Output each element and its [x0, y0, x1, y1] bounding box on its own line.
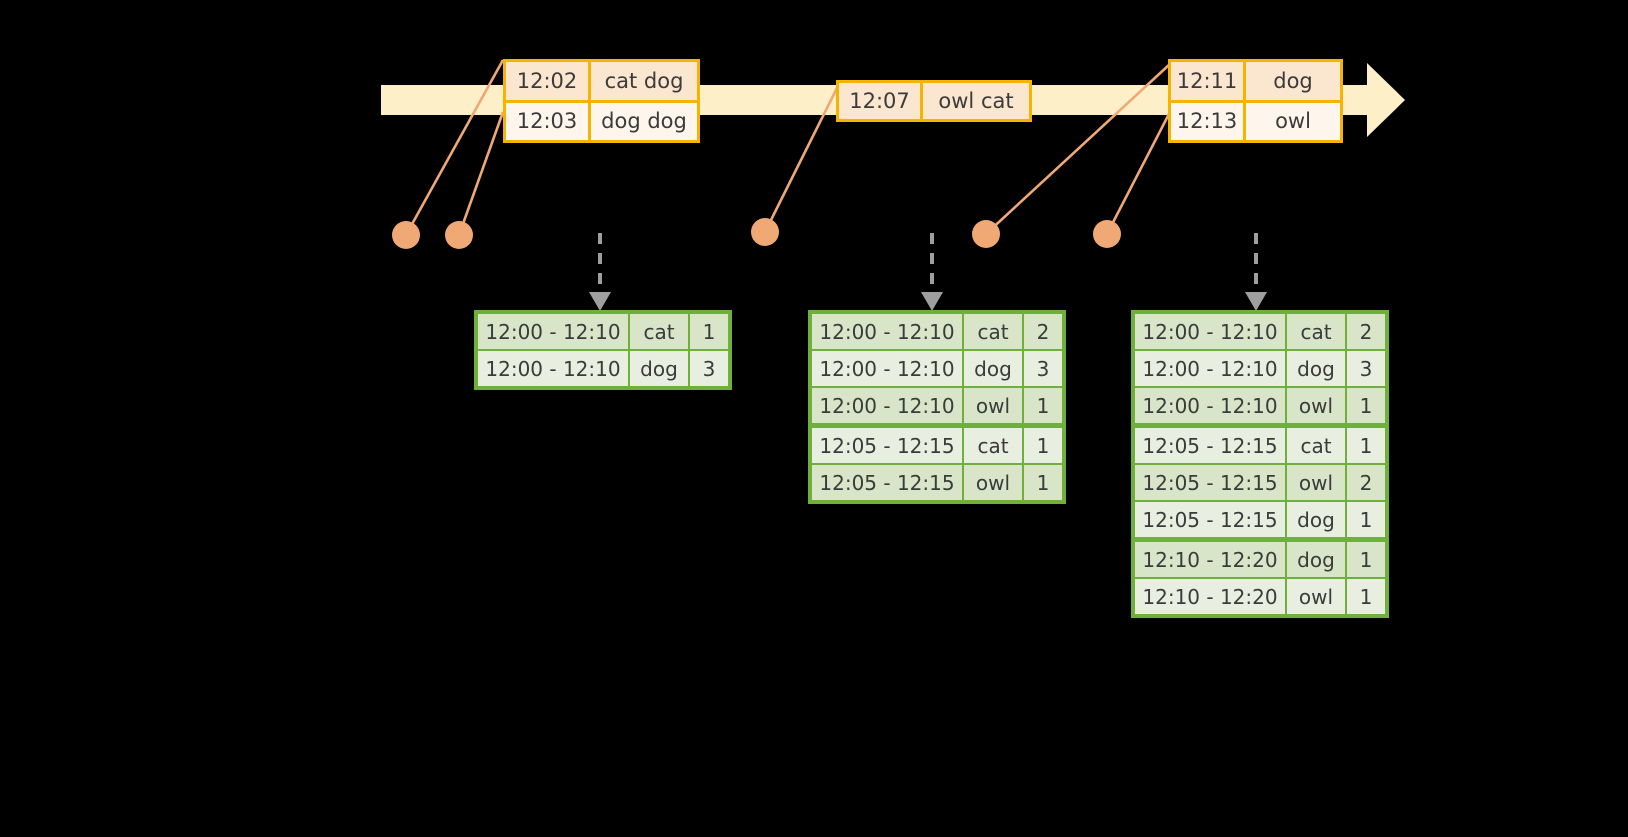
cell-count: 2 — [1024, 314, 1062, 349]
cell-window: 12:05 - 12:15 — [1135, 465, 1285, 500]
connector-line-5 — [1105, 111, 1172, 235]
event-words: dog — [1273, 68, 1313, 93]
event-group-2: 12:07 owl cat — [836, 80, 1032, 122]
connector-line-2 — [457, 111, 505, 236]
cell-word: cat — [1287, 428, 1345, 463]
cell-window: 12:05 - 12:15 — [812, 465, 962, 500]
cell-word: owl — [964, 388, 1022, 423]
stream-dot-1 — [392, 221, 420, 249]
event-group-1: 12:02 cat dog 12:03 dog dog — [503, 59, 700, 143]
event-row: 12:02 cat dog — [506, 62, 697, 100]
connector-line-1 — [404, 59, 505, 236]
cell-window: 12:00 - 12:10 — [812, 351, 962, 386]
cell-word: owl — [1287, 579, 1345, 614]
cell-count: 1 — [1347, 542, 1385, 577]
cell-window: 12:05 - 12:15 — [1135, 502, 1285, 537]
event-time: 12:02 — [506, 62, 591, 100]
emit-arrowhead-3 — [1245, 292, 1267, 311]
event-row: 12:13 owl — [1171, 99, 1340, 140]
event-row: 12:11 dog — [1171, 62, 1340, 100]
cell-window: 12:00 - 12:10 — [478, 314, 628, 349]
cell-word: dog — [1287, 351, 1345, 386]
event-words: cat dog — [604, 68, 684, 93]
cell-count: 3 — [1024, 351, 1062, 386]
stream-dot-4 — [972, 220, 1000, 248]
stream-dot-5 — [1093, 220, 1121, 248]
cell-word: dog — [630, 351, 688, 386]
cell-window: 12:10 - 12:20 — [1135, 579, 1285, 614]
cell-window: 12:10 - 12:20 — [1135, 542, 1285, 577]
cell-count: 1 — [690, 314, 728, 349]
event-time: 12:13 — [1171, 102, 1246, 140]
cell-count: 1 — [1024, 388, 1062, 423]
event-group-3: 12:11 dog 12:13 owl — [1168, 59, 1343, 143]
cell-word: owl — [1287, 465, 1345, 500]
cell-count: 1 — [1024, 465, 1062, 500]
cell-window: 12:00 - 12:10 — [812, 388, 962, 423]
cell-count: 3 — [690, 351, 728, 386]
cell-count: 1 — [1347, 502, 1385, 537]
event-words: owl cat — [938, 89, 1014, 113]
cell-window: 12:00 - 12:10 — [478, 351, 628, 386]
cell-window: 12:05 - 12:15 — [812, 428, 962, 463]
cell-count: 1 — [1024, 428, 1062, 463]
event-time: 12:03 — [506, 102, 591, 140]
cell-count: 1 — [1347, 388, 1385, 423]
event-words: dog dog — [601, 109, 687, 134]
cell-window: 12:00 - 12:10 — [1135, 388, 1285, 423]
cell-word: cat — [1287, 314, 1345, 349]
cell-word: owl — [1287, 388, 1345, 423]
event-row: 12:03 dog dog — [506, 99, 697, 140]
cell-window: 12:05 - 12:15 — [1135, 428, 1285, 463]
event-time: 12:11 — [1171, 62, 1246, 100]
stream-dot-3 — [751, 218, 779, 246]
cell-count: 2 — [1347, 465, 1385, 500]
event-row: 12:07 owl cat — [839, 83, 1029, 119]
event-words: owl — [1275, 109, 1311, 134]
connector-line-3 — [763, 81, 842, 233]
cell-count: 2 — [1347, 314, 1385, 349]
stream-dots — [392, 218, 1121, 249]
cell-window: 12:00 - 12:10 — [1135, 351, 1285, 386]
cell-word: dog — [964, 351, 1022, 386]
cell-count: 1 — [1347, 579, 1385, 614]
cell-count: 3 — [1347, 351, 1385, 386]
cell-count: 1 — [1347, 428, 1385, 463]
cell-word: dog — [1287, 542, 1345, 577]
cell-window: 12:00 - 12:10 — [812, 314, 962, 349]
cell-word: cat — [964, 428, 1022, 463]
event-time: 12:07 — [839, 83, 923, 119]
emit-arrows — [598, 233, 1258, 292]
cell-word: cat — [964, 314, 1022, 349]
cell-window: 12:00 - 12:10 — [1135, 314, 1285, 349]
emit-arrowhead-1 — [589, 292, 611, 311]
emit-arrowhead-2 — [921, 292, 943, 311]
cell-word: owl — [964, 465, 1022, 500]
stream-dot-2 — [445, 221, 473, 249]
cell-word: dog — [1287, 502, 1345, 537]
cell-word: cat — [630, 314, 688, 349]
emit-arrowheads — [589, 292, 1267, 311]
